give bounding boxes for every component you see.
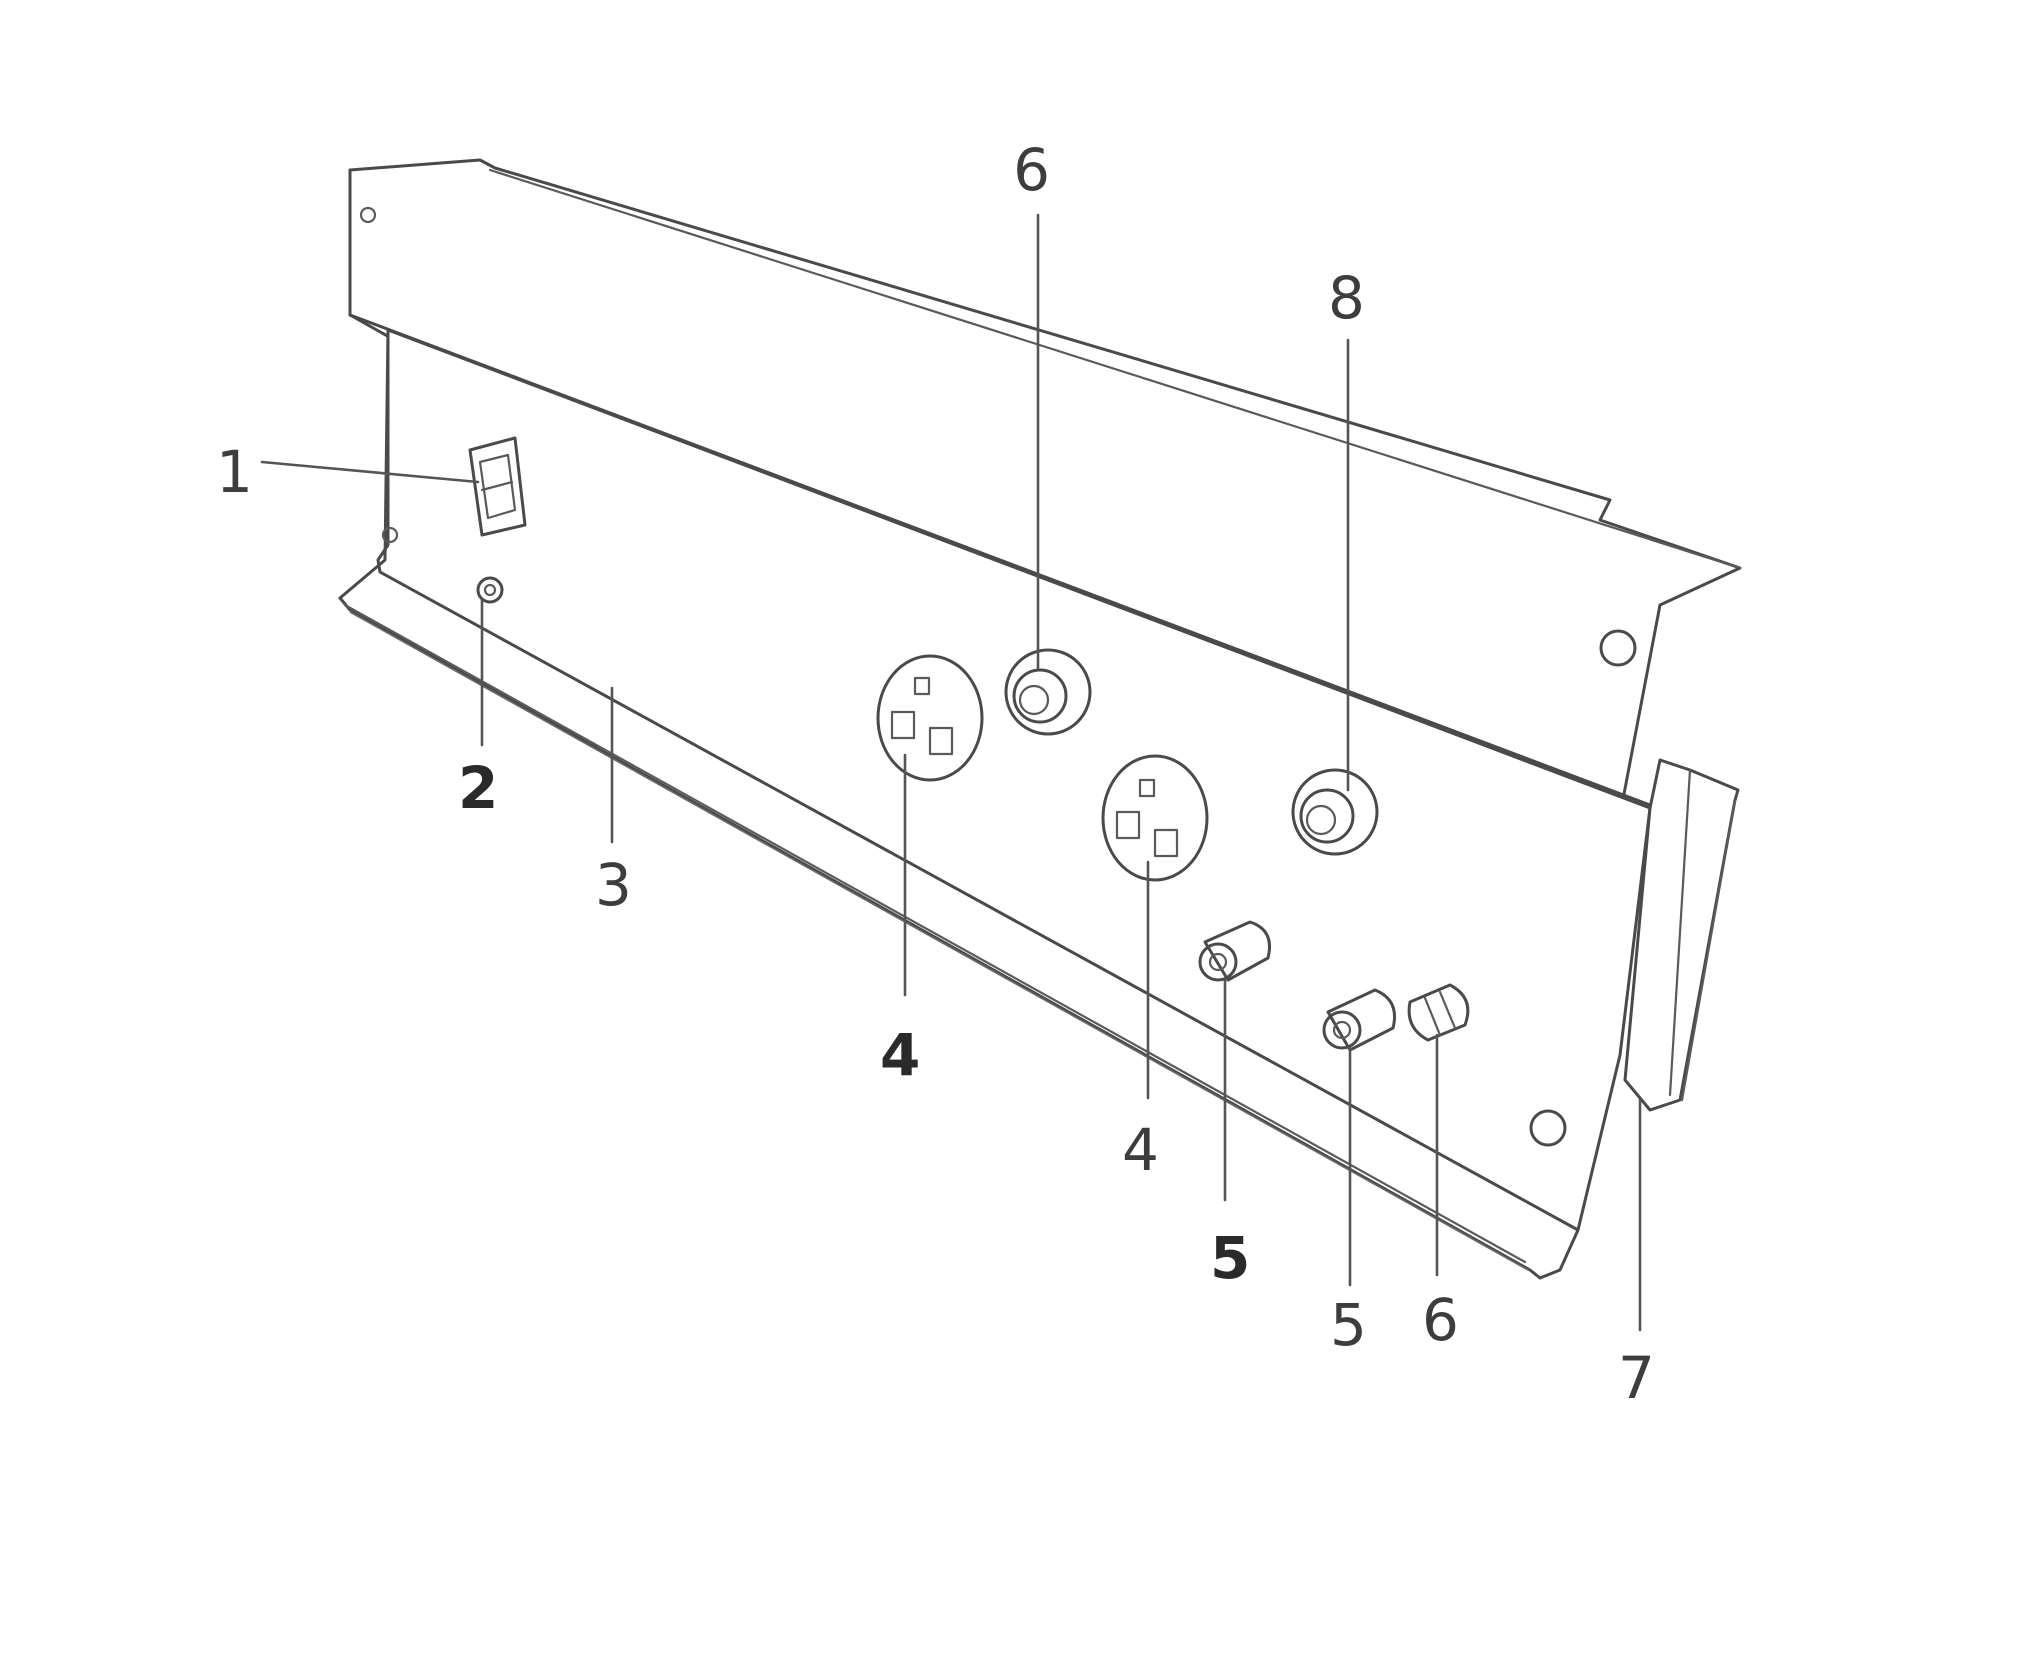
callout-9: 9	[1013, 134, 1050, 202]
callout-4a: 4	[880, 1021, 920, 1089]
terminal-post-left	[1198, 920, 1271, 982]
callout-6: 6	[1422, 1286, 1459, 1354]
terminal-post-right	[1322, 988, 1396, 1052]
terminal-knob	[1407, 983, 1470, 1042]
callout-labels: 1 2 3 4 4 5 5 6 7 8 9	[216, 134, 1655, 1412]
rocker-switch	[468, 436, 527, 537]
mount-hole-right-top	[1599, 629, 1637, 667]
leader-lines	[260, 213, 1642, 1332]
mount-hole-right-bottom	[1529, 1109, 1567, 1147]
three-pin-socket-left	[876, 654, 984, 782]
mount-hole-top-left	[359, 206, 377, 224]
lid-inner-line	[488, 168, 1742, 570]
callout-5a: 5	[1210, 1224, 1250, 1292]
rotary-connector-8	[1291, 768, 1379, 856]
callout-1: 1	[216, 438, 253, 506]
callout-8: 8	[1328, 264, 1365, 332]
callout-7: 7	[1618, 1344, 1655, 1412]
leader-1	[260, 460, 480, 484]
three-pin-socket-right	[1101, 754, 1209, 882]
bottom-flange-hatch	[349, 611, 1529, 1271]
callout-3: 3	[595, 851, 632, 919]
mount-hole-left	[381, 526, 399, 544]
callout-5b: 5	[1330, 1291, 1367, 1359]
rotary-connector-9	[1004, 648, 1092, 736]
indicator-lamp	[476, 576, 504, 604]
housing	[338, 158, 1742, 1280]
callout-2: 2	[458, 754, 498, 822]
side-bracket-edge	[1668, 768, 1737, 1102]
components	[468, 436, 1470, 1052]
callout-4b: 4	[1122, 1116, 1159, 1184]
housing-left-edge	[338, 168, 390, 600]
bottom-flange-inner	[343, 603, 1527, 1264]
